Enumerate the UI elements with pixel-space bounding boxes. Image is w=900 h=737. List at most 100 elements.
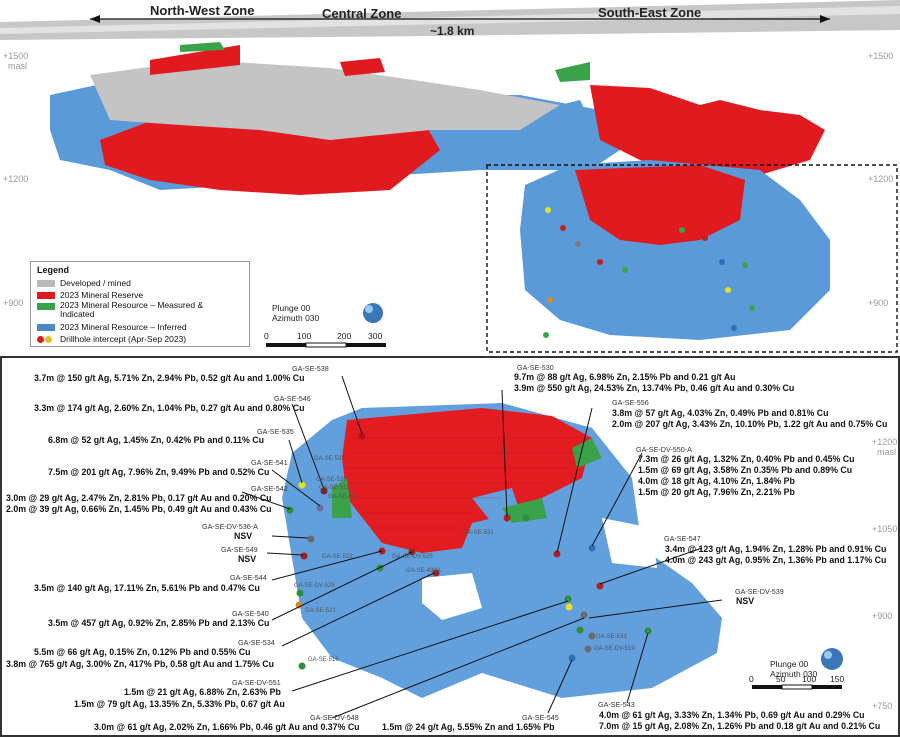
resource-gap <box>422 573 482 620</box>
scale-tick-0: 0 <box>264 331 269 341</box>
scale-tick-50: 50 <box>776 674 786 684</box>
hole-label-se556: GA-SE-556 <box>612 398 649 407</box>
legend-item-drillhole: Drillhole intercept (Apr-Sep 2023) <box>37 333 243 345</box>
map-label: GA-SE-DV-525 <box>392 554 433 560</box>
elev-1200-right: +1200 <box>868 174 894 184</box>
intercept-se535: 6.8m @ 52 g/t Ag, 1.45% Zn, 0.42% Pb and… <box>48 435 265 445</box>
hole-label-se541: GA-SE-541 <box>251 458 288 467</box>
map-label: GA-SE-531 <box>463 530 494 536</box>
reserve-hatching <box>347 437 582 529</box>
long-section-overview: North-West Zone Central Zone South-East … <box>0 0 900 356</box>
overview-map-graphic <box>0 0 900 356</box>
scale-bar-segment <box>305 342 347 348</box>
scale-bar-segment <box>266 343 306 347</box>
scale-bar-segment <box>752 685 782 689</box>
scale-bar-segment <box>781 684 813 690</box>
map-label: GA-SE-521 <box>305 608 336 614</box>
legend-item-mined: Developed / mined <box>37 277 243 289</box>
intercept-dv550a-4: 1.5m @ 20 g/t Ag, 7.96% Zn, 2.21% Pb <box>638 487 795 497</box>
hole-label-se540: GA-SE-540 <box>232 609 269 618</box>
map-label: GA-SE-520 <box>316 477 347 483</box>
intercept-dv536a: NSV <box>234 531 253 541</box>
mi-resource-se-top <box>555 62 590 82</box>
reserve-central-top <box>340 58 385 76</box>
legend-label: 2023 Mineral Resource – Inferred <box>60 322 187 332</box>
elev-unit-left: masl <box>8 61 28 71</box>
detail-map-graphic <box>241 375 843 719</box>
legend-label: 2023 Mineral Resource – Measured & Indic… <box>60 300 204 319</box>
hole-label-se538: GA-SE-538 <box>292 364 329 373</box>
drill-dot <box>560 225 566 231</box>
legend-item-inferred: 2023 Mineral Resource – Inferred <box>37 321 243 333</box>
zone-label-nw: North-West Zone <box>150 3 255 18</box>
intercept-dv550a-3: 4.0m @ 18 g/t Ag, 4.10% Zn, 1.84% Pb <box>638 476 795 486</box>
legend-title: Legend <box>37 265 70 275</box>
zone-label-central: Central Zone <box>322 6 402 21</box>
drill-dot <box>731 325 737 331</box>
hole-label-dv539: GA-SE-DV-539 <box>735 587 784 596</box>
map-label: GA-SE-518 <box>319 485 350 491</box>
developed-mined-area <box>90 60 560 140</box>
hole-label-se542: GA-SE-542 <box>251 484 288 493</box>
hole-label-se547: GA-SE-547 <box>664 534 701 543</box>
hole-label-se534: GA-SE-534 <box>238 638 275 647</box>
se-zone-detail-section: +1200 masl +1050 +900 +750 GA-SE-538 3.7… <box>0 356 900 737</box>
mineral-reserve-body <box>342 408 592 553</box>
elev-900-right: +900 <box>868 298 889 308</box>
arrow-head-left <box>90 15 100 23</box>
plunge-label-top: Plunge 00 <box>272 303 311 313</box>
inferred-se-upper <box>540 100 600 150</box>
distance-label: ~1.8 km <box>430 24 475 38</box>
drill-dot <box>622 267 628 273</box>
arrow-head-right <box>820 15 830 23</box>
intercept-dv550a-1: 7.3m @ 26 g/t Ag, 1.32% Zn, 0.40% Pb and… <box>638 454 855 464</box>
drill-dot <box>545 207 551 213</box>
legend-swatch <box>37 291 55 299</box>
orientation-sphere <box>363 303 383 323</box>
legend-swatch <box>37 323 55 331</box>
elev-900-left: +900 <box>3 298 24 308</box>
hole-label-se544: GA-SE-544 <box>230 573 267 582</box>
map-label: GA-SE-DV-528 <box>294 583 335 589</box>
intercept-se542-a: 3.0m @ 29 g/t Ag, 2.47% Zn, 2.81% Pb, 0.… <box>6 493 272 503</box>
intercept-se543-a: 4.0m @ 61 g/t Ag, 3.33% Zn, 1.34% Pb, 0.… <box>599 710 865 720</box>
intercept-se543-b: 7.0m @ 15 g/t Ag, 2.08% Zn, 1.26% Pb and… <box>599 721 881 731</box>
hole-label-dv551: GA-SE-DV-551 <box>232 678 281 687</box>
drill-dot <box>679 227 685 233</box>
orientation-sphere-highlight <box>365 305 373 313</box>
mi-resource-patch <box>502 498 547 523</box>
hole-label-se530: GA-SE-530 <box>517 363 554 372</box>
scale-bar-segment <box>812 685 842 689</box>
map-label: GA-SE-490A <box>406 568 441 574</box>
intercept-dv550a-2: 1.5m @ 69 g/t Ag, 3.58% Zn 0.35% Pb and … <box>638 465 853 475</box>
map-label: GA-SE-533 <box>596 634 627 640</box>
map-label: GA-SE-DV-519 <box>594 646 635 652</box>
scale-tick-300: 300 <box>368 331 383 341</box>
hole-label-dv550a: GA-SE-DV-550-A <box>636 445 692 454</box>
intercept-dv551-a: 1.5m @ 21 g/t Ag, 6.88% Zn, 2.63% Pb <box>124 687 281 697</box>
elev-900: +900 <box>872 611 893 621</box>
drill-dot <box>547 297 553 303</box>
drill-dot <box>702 235 708 241</box>
intercept-se534-a: 5.5m @ 66 g/t Ag, 0.15% Zn, 0.12% Pb and… <box>34 647 251 657</box>
intercept-se547-a: 3.4m @ 123 g/t Ag, 1.94% Zn, 1.28% Pb an… <box>665 544 887 554</box>
scale-tick-0: 0 <box>749 674 754 684</box>
orientation-sphere <box>821 648 843 670</box>
intercept-dv539: NSV <box>736 596 755 606</box>
elev-1050: +1050 <box>872 524 898 534</box>
resource-gap <box>602 518 657 568</box>
intercept-se538: 3.7m @ 150 g/t Ag, 5.71% Zn, 2.94% Pb, 0… <box>34 373 305 383</box>
drill-dot <box>543 332 549 338</box>
intercept-se541: 7.5m @ 201 g/t Ag, 7.96% Zn, 9.49% Pb an… <box>48 467 270 477</box>
scale-tick-200: 200 <box>337 331 352 341</box>
drill-dot <box>597 259 603 265</box>
legend-label: Developed / mined <box>60 278 131 288</box>
mi-resource-patch <box>332 478 352 518</box>
hole-label-se545: GA-SE-545 <box>522 713 559 722</box>
drillhole-dots-icon <box>37 335 55 343</box>
drill-dot <box>749 305 755 311</box>
scale-tick-100: 100 <box>802 674 817 684</box>
hole-label-se543: GA-SE-543 <box>598 700 635 709</box>
legend-swatch <box>37 303 55 310</box>
elev-unit: masl <box>877 447 897 457</box>
